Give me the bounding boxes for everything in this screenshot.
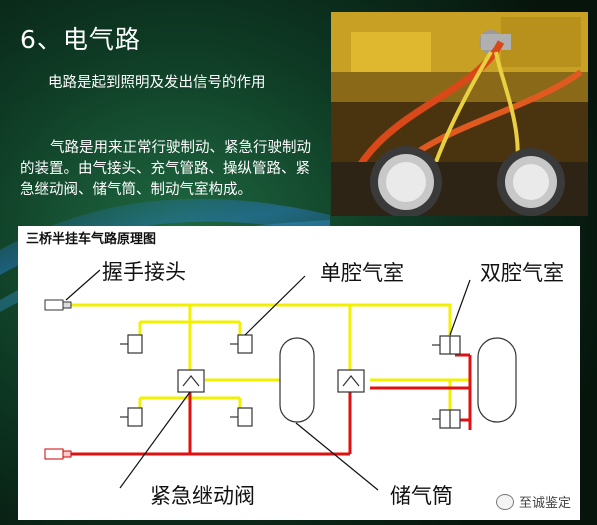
control-line	[70, 303, 470, 412]
watermark: 至诚鉴定	[496, 492, 571, 511]
double-chamber-2	[432, 409, 461, 429]
arrow-handle	[65, 269, 101, 301]
watermark-text: 至诚鉴定	[519, 496, 572, 511]
relay-valve-2	[337, 369, 365, 393]
arrow-double	[449, 279, 471, 336]
supply-line	[70, 353, 472, 456]
arrow-relay	[119, 391, 191, 489]
diagram-heading: 三桥半挂车气路原理图	[26, 232, 157, 247]
relay-valve-1	[177, 369, 205, 393]
single-chamber-4	[230, 407, 253, 427]
wechat-icon	[496, 493, 514, 510]
handle-connector-supply	[44, 448, 72, 460]
arrow-single	[244, 275, 306, 336]
air-tank-2	[477, 337, 517, 423]
relay-valve-label: 紧急继动阀	[148, 480, 257, 510]
air-circuit-text: 气路是用来正常行驶制动、紧急行驶制动的装置。由气接头、充气管路、操纵管路、紧急继…	[20, 140, 311, 198]
brake-chamber-photo	[331, 12, 588, 216]
handle-connector-label: 握手接头	[100, 256, 188, 286]
electric-circuit-text: 电路是起到照明及发出信号的作用	[48, 75, 266, 91]
handle-connector-control	[44, 299, 72, 311]
double-chamber-1	[432, 335, 461, 355]
air-tank-label: 储气筒	[388, 480, 455, 510]
single-chamber-3	[120, 407, 143, 427]
single-chamber-2	[230, 334, 253, 354]
slide-title: 6、电气路	[20, 25, 141, 54]
arrow-tank	[295, 422, 379, 491]
air-tank-1	[279, 337, 315, 423]
single-chamber-1	[120, 334, 143, 354]
single-chamber-label: 单腔气室	[318, 257, 406, 287]
double-chamber-label: 双腔气室	[478, 257, 566, 287]
